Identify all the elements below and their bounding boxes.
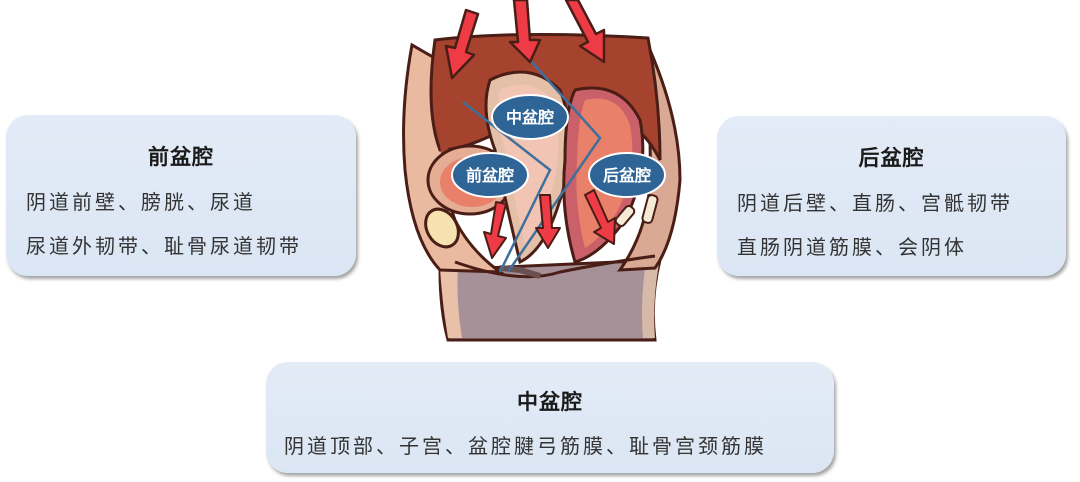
uterus: [484, 70, 572, 265]
middle-compartment-title: 中盆腔: [517, 389, 583, 414]
skin-left: [402, 42, 505, 274]
skin-right: [616, 48, 682, 272]
posterior-compartment-line-1: 阴道后壁、直肠、宫骶韧带: [737, 191, 1013, 215]
arrow-bottom-middle: [535, 194, 561, 249]
arrow-top-left: [444, 8, 480, 80]
anterior-compartment-line-1: 阴道前壁、膀胱、尿道: [26, 190, 256, 214]
middle-compartment-box: 中盆腔 阴道顶部、子宫、盆腔腱弓筋膜、耻骨宫颈筋膜: [266, 362, 834, 473]
anterior-compartment-line-2: 尿道外韧带、耻骨尿道韧带: [26, 234, 302, 258]
rectum: [562, 86, 645, 264]
arrow-top-center: [508, 0, 542, 64]
label-oval-posterior: 后盆腔: [588, 152, 666, 198]
arrow-bottom-anterior: [483, 201, 507, 259]
middle-compartment-line-1: 阴道顶部、子宫、盆腔腱弓筋膜、耻骨宫颈筋膜: [284, 434, 767, 458]
svg-text:中盆腔: 中盆腔: [506, 108, 554, 127]
arrow-bottom-posterior: [584, 189, 616, 245]
label-oval-middle: 中盆腔: [491, 94, 569, 140]
svg-text:后盆腔: 后盆腔: [603, 166, 651, 185]
divider-line-anterior: [462, 101, 552, 273]
bladder: [426, 144, 514, 216]
arrow-top-right: [564, 0, 606, 64]
pelvic-floor-region: [438, 258, 662, 342]
muscle-mass: [429, 32, 662, 161]
label-oval-anterior: 前盆腔: [451, 152, 529, 198]
pubic-bone: [424, 207, 460, 249]
divider-line-posterior: [506, 59, 602, 273]
svg-text:前盆腔: 前盆腔: [466, 166, 514, 185]
anterior-compartment-box: 前盆腔 阴道前壁、膀胱、尿道 尿道外韧带、耻骨尿道韧带: [6, 115, 356, 276]
posterior-compartment-box: 后盆腔 阴道后壁、直肠、宫骶韧带 直肠阴道筋膜、会阴体: [717, 116, 1066, 276]
posterior-compartment-title: 后盆腔: [858, 145, 925, 170]
posterior-compartment-line-2: 直肠阴道筋膜、会阴体: [737, 235, 967, 259]
anterior-compartment-title: 前盆腔: [148, 144, 214, 169]
